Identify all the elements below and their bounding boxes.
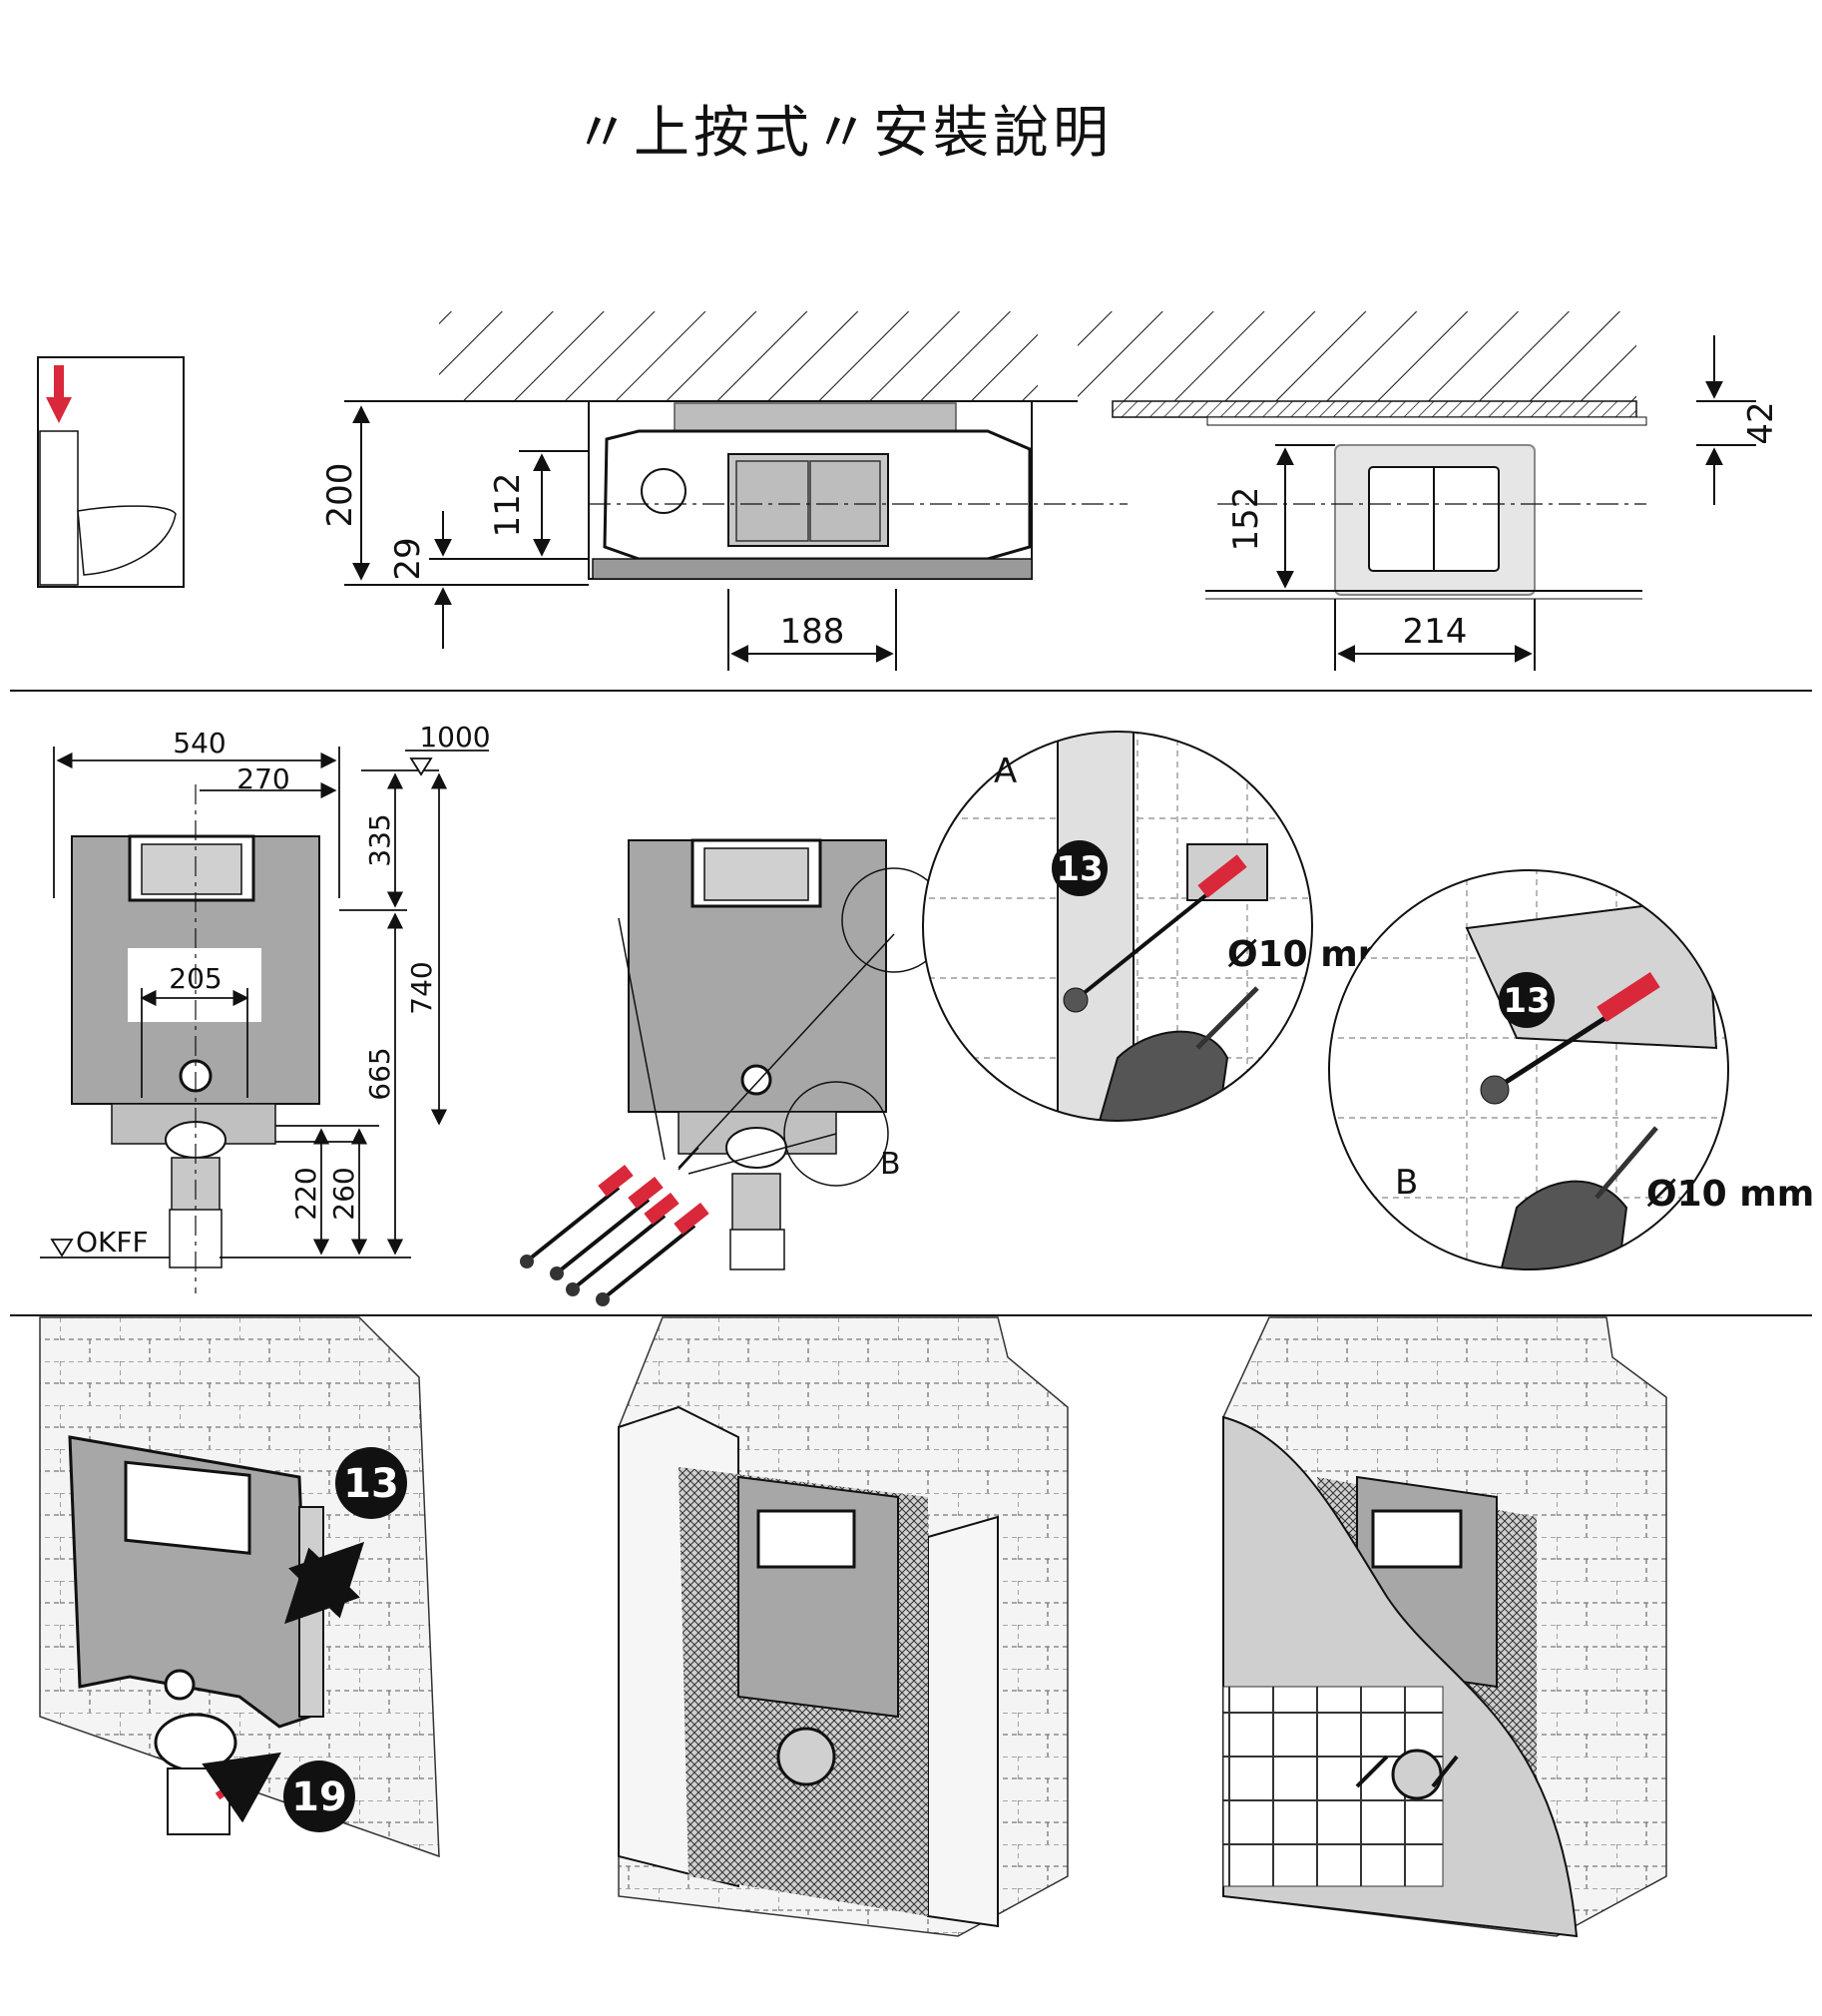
dim-152: 152 [1226,487,1266,552]
flush-plate-front [1205,444,1646,600]
dim-270: 270 [236,762,289,795]
detail-a-badge-text: 13 [1056,849,1103,889]
dim-200: 200 [320,463,360,528]
install-step-1: 13 19 [39,1316,440,1858]
top-dimension-lines [344,335,1756,671]
detail-b-badge-text: 13 [1503,981,1550,1021]
push-top-arrow-icon [46,365,72,423]
dim-740: 740 [405,961,438,1014]
washer-icon [1480,1075,1510,1105]
dim-112: 112 [488,473,528,538]
screw-set [520,1165,709,1306]
ceiling-left [344,311,1078,402]
step-badge-13: 13 [343,1461,399,1507]
dim-665: 665 [363,1047,396,1100]
detail-b-badge [1499,972,1555,1028]
push-top-icon-panel [37,356,185,588]
cistern-icon [39,430,79,586]
detail-a-label: A [994,752,1017,791]
callout-circle-b [783,1081,889,1187]
frame-with-callouts [618,838,947,1270]
washer-icon [1063,987,1089,1013]
okff-label: OKFF [76,1226,149,1259]
detail-b-drill-size: Ø10 mm [1646,1174,1814,1215]
dim-42: 42 [1741,401,1781,444]
wall-plug-icon [1596,972,1660,1022]
dim-29: 29 [388,537,428,580]
toilet-icon [77,505,177,576]
callout-b-label: B [880,1147,901,1182]
dim-188: 188 [780,612,845,652]
wall-plug-icon [598,1165,634,1197]
dim-205: 205 [169,962,222,995]
install-step-3 [1222,1316,1667,1938]
wall-plug-icon [1197,854,1247,898]
step-badge-19: 19 [291,1774,347,1820]
detail-b-label: B [1395,1163,1418,1203]
frame-front-elevation [71,784,320,1293]
detail-b: 13 Ø10 mm B [1328,869,1814,1270]
screw-icon [520,1165,634,1268]
install-step-2 [618,1316,1069,1937]
dim-540: 540 [173,727,226,759]
ceiling-right [1078,311,1647,426]
detail-a-badge [1052,840,1108,896]
detail-a: 13 Ø10 mm A [922,731,1395,1122]
dim-260: 260 [327,1167,360,1220]
dim-214: 214 [1403,612,1468,652]
dim-335: 335 [363,813,396,866]
page-title: 〃上按式〃安裝說明 [574,101,1113,166]
middle-dimension-lines [40,747,489,1259]
dim-1000: 1000 [419,721,490,754]
dim-220: 220 [289,1167,322,1220]
cistern-top-view [588,400,1128,580]
